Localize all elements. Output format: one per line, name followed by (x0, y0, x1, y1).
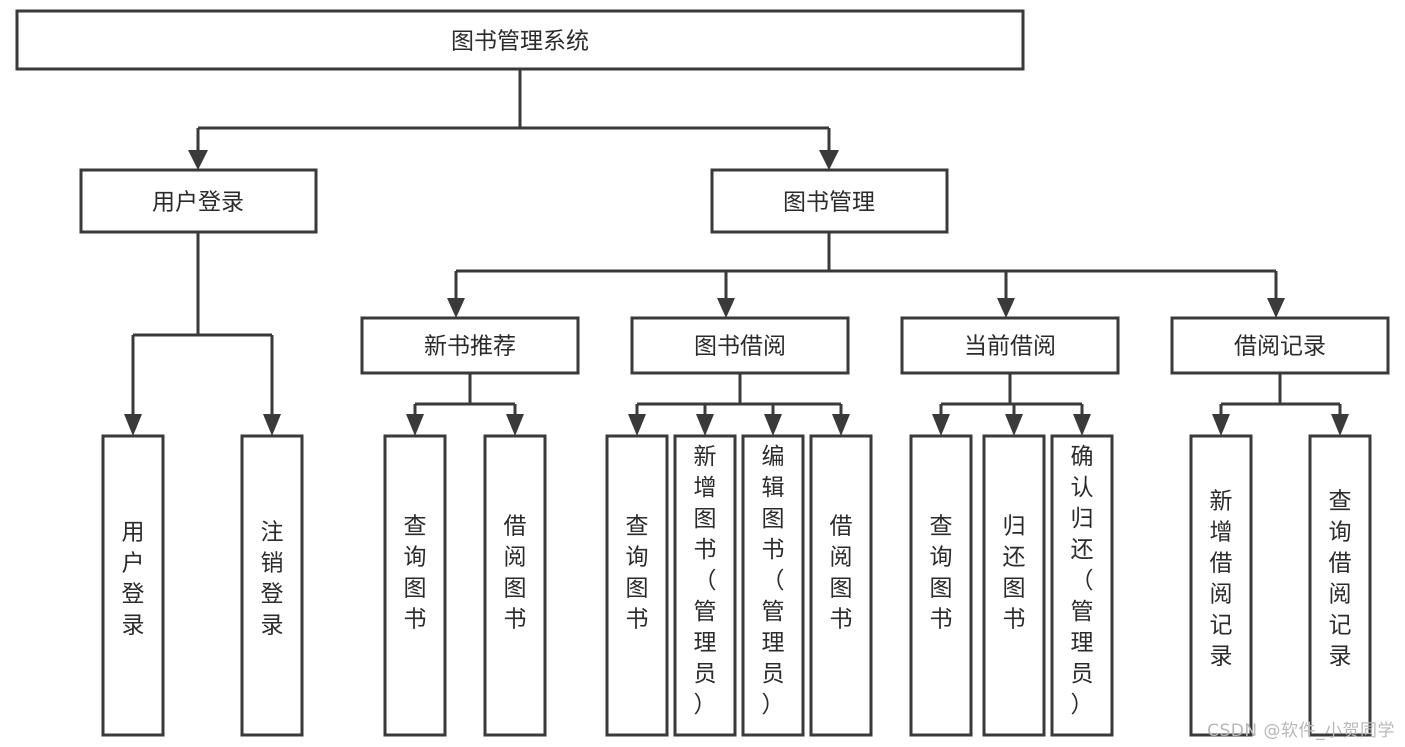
node-leaf-user-login[interactable]: 用户登录 (101, 434, 165, 737)
node-leaf-add-book-box[interactable] (673, 434, 737, 737)
node-leaf-user-login-box[interactable] (101, 434, 165, 737)
node-leaf-borrow-book-2[interactable]: 借阅图书 (809, 434, 873, 737)
node-leaf-edit-book[interactable]: 编辑图书（管理员） (741, 434, 805, 737)
arrow-head-leaf-confirm-return (1073, 414, 1091, 436)
node-user-login[interactable]: 用户登录 (79, 168, 318, 234)
arrow-head-leaf-user-login (124, 414, 142, 436)
node-leaf-add-record[interactable]: 新增借阅记录 (1189, 434, 1253, 737)
arrow-head-leaf-add-record (1212, 414, 1230, 436)
node-leaf-user-login-label: 用户登录 (122, 520, 145, 639)
node-user-login-label: 用户登录 (152, 190, 244, 216)
arrow-head-current-borrow (997, 298, 1015, 318)
node-leaf-query-book-3-label: 查询图书 (930, 514, 953, 633)
node-current-borrow-box[interactable] (900, 316, 1120, 375)
node-borrow-record-label: 借阅记录 (1234, 334, 1326, 360)
node-leaf-confirm-return-box[interactable] (1050, 434, 1114, 737)
node-new-book-recommend-box[interactable] (360, 316, 580, 375)
arrow-head-user-login (188, 150, 208, 170)
node-leaf-query-book-3[interactable]: 查询图书 (909, 434, 973, 737)
node-leaf-query-record-box[interactable] (1308, 434, 1372, 737)
node-leaf-user-logout-label: 注销登录 (261, 520, 284, 639)
node-leaf-return-book-box[interactable] (982, 434, 1046, 737)
node-leaf-add-book[interactable]: 新增图书（管理员） (673, 434, 737, 737)
node-leaf-borrow-book-1-label: 借阅图书 (504, 514, 527, 633)
node-leaf-query-book-2[interactable]: 查询图书 (605, 434, 669, 737)
arrow-head-new-book-recommend (447, 298, 465, 318)
arrow-head-borrow-record (1267, 298, 1285, 318)
arrow-head-leaf-user-logout (263, 414, 281, 436)
node-leaf-confirm-return[interactable]: 确认归还（管理员） (1050, 434, 1114, 737)
arrow-head-leaf-query-book-3 (932, 414, 950, 436)
node-book-management[interactable]: 图书管理 (710, 168, 949, 234)
arrow-head-book-borrow (717, 298, 735, 318)
node-leaf-query-book-3-box[interactable] (909, 434, 973, 737)
node-leaf-confirm-return-label: 确认归还（管理员） (1071, 444, 1094, 718)
node-leaf-user-logout[interactable]: 注销登录 (240, 434, 304, 737)
node-leaf-borrow-book-2-label: 借阅图书 (830, 514, 853, 633)
node-borrow-record[interactable]: 借阅记录 (1170, 316, 1390, 375)
node-new-book-recommend[interactable]: 新书推荐 (360, 316, 580, 375)
node-leaf-return-book-label: 归还图书 (1003, 514, 1026, 633)
node-new-book-recommend-label: 新书推荐 (424, 334, 516, 360)
node-current-borrow-label: 当前借阅 (964, 334, 1056, 360)
node-leaf-query-record-label: 查询借阅记录 (1329, 489, 1352, 670)
node-leaf-edit-book-box[interactable] (741, 434, 805, 737)
node-leaf-add-record-box[interactable] (1189, 434, 1253, 737)
node-leaf-query-book-1-label: 查询图书 (404, 514, 427, 633)
node-leaf-query-book-2-box[interactable] (605, 434, 669, 737)
node-root-label: 图书管理系统 (451, 29, 589, 55)
arrow-head-leaf-edit-book (764, 414, 782, 436)
node-leaf-edit-book-label: 编辑图书（管理员） (762, 444, 785, 718)
node-borrow-record-box[interactable] (1170, 316, 1390, 375)
node-current-borrow[interactable]: 当前借阅 (900, 316, 1120, 375)
node-leaf-user-logout-box[interactable] (240, 434, 304, 737)
node-leaf-add-record-label: 新增借阅记录 (1210, 489, 1233, 670)
node-leaf-borrow-book-1-box[interactable] (483, 434, 547, 737)
leaf-node-layer: 用户登录 注销登录 查询图书 借阅图书 查询图书 新增图书（管理员） (101, 434, 1372, 737)
arrow-head-leaf-query-book-2 (628, 414, 646, 436)
arrow-head-leaf-borrow-book-1 (506, 414, 524, 436)
node-leaf-borrow-book-1[interactable]: 借阅图书 (483, 434, 547, 737)
arrow-head-book-management (819, 150, 839, 170)
node-leaf-return-book[interactable]: 归还图书 (982, 434, 1046, 737)
node-root-box[interactable] (15, 9, 1025, 71)
node-leaf-borrow-book-2-box[interactable] (809, 434, 873, 737)
node-leaf-query-book-1[interactable]: 查询图书 (383, 434, 447, 737)
csdn-watermark: CSDN @软件_小贺同学 (1207, 721, 1395, 741)
arrow-head-leaf-query-record (1331, 414, 1349, 436)
node-leaf-add-book-label: 新增图书（管理员） (694, 444, 717, 718)
node-book-borrow-label: 图书借阅 (694, 334, 786, 360)
arrow-head-leaf-add-book (696, 414, 714, 436)
node-leaf-query-record[interactable]: 查询借阅记录 (1308, 434, 1372, 737)
node-book-management-box[interactable] (710, 168, 949, 234)
arrow-head-leaf-query-book-1 (406, 414, 424, 436)
node-leaf-query-book-2-label: 查询图书 (626, 514, 649, 633)
node-book-borrow-box[interactable] (630, 316, 850, 375)
node-book-borrow[interactable]: 图书借阅 (630, 316, 850, 375)
node-user-login-box[interactable] (79, 168, 318, 234)
node-leaf-query-book-1-box[interactable] (383, 434, 447, 737)
connector-layer (124, 69, 1349, 436)
arrow-head-leaf-return-book (1005, 414, 1023, 436)
node-book-management-label: 图书管理 (783, 190, 875, 216)
node-root[interactable]: 图书管理系统 (15, 9, 1025, 71)
arrow-head-leaf-borrow-book-2 (832, 414, 850, 436)
